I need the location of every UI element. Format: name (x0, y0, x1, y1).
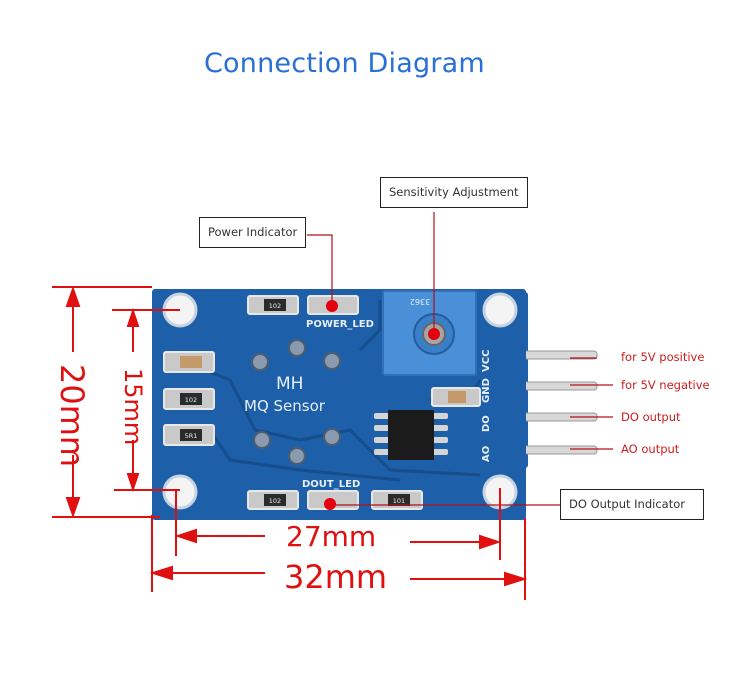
pin-label-ao: AO output (621, 442, 680, 456)
resistor-code: 5R1 (185, 432, 198, 440)
dout-led-label: DOUT_LED (302, 479, 360, 490)
dim-width-outer: 32mm (284, 558, 388, 596)
pin-label-gnd: for 5V negative (621, 378, 710, 392)
ic-chip (374, 410, 448, 460)
page-title: Connection Diagram (204, 48, 485, 79)
mount-hole (162, 474, 198, 510)
resistor-code: 102 (269, 302, 281, 310)
pin-silk-ao: AO (481, 446, 492, 462)
resistor-code: 101 (393, 497, 405, 505)
board-brand: MH (276, 374, 303, 394)
dout-led-marker (324, 498, 336, 510)
pin-silk-gnd: GND (481, 378, 492, 403)
pcb-board: 102 102 5R1 102 101 3362 (152, 289, 526, 520)
power-led-marker (326, 300, 338, 312)
callout-do-output-indicator: DO Output Indicator (560, 489, 704, 520)
dim-width-inner: 27mm (286, 520, 377, 553)
pin-silk-vcc: VCC (481, 350, 492, 372)
dim-height-inner: 15mm (119, 368, 147, 446)
mount-hole (482, 292, 518, 328)
leader-lines (307, 212, 613, 506)
pin-silk-do: DO (481, 415, 492, 432)
board-name: MQ Sensor (244, 397, 326, 415)
pot-code: 3362 (410, 297, 430, 306)
pin-label-do: DO output (621, 410, 681, 424)
dim-height-outer: 20mm (53, 364, 91, 468)
callout-sensitivity-adjustment: Sensitivity Adjustment (380, 177, 528, 208)
pot-marker (428, 328, 440, 340)
power-led-label: POWER_LED (306, 319, 374, 330)
resistor-code: 102 (185, 396, 197, 404)
callout-power-indicator: Power Indicator (199, 217, 307, 248)
pin-label-vcc: for 5V positive (621, 350, 705, 364)
resistor-code: 102 (269, 497, 281, 505)
dimension-lines (52, 285, 528, 600)
